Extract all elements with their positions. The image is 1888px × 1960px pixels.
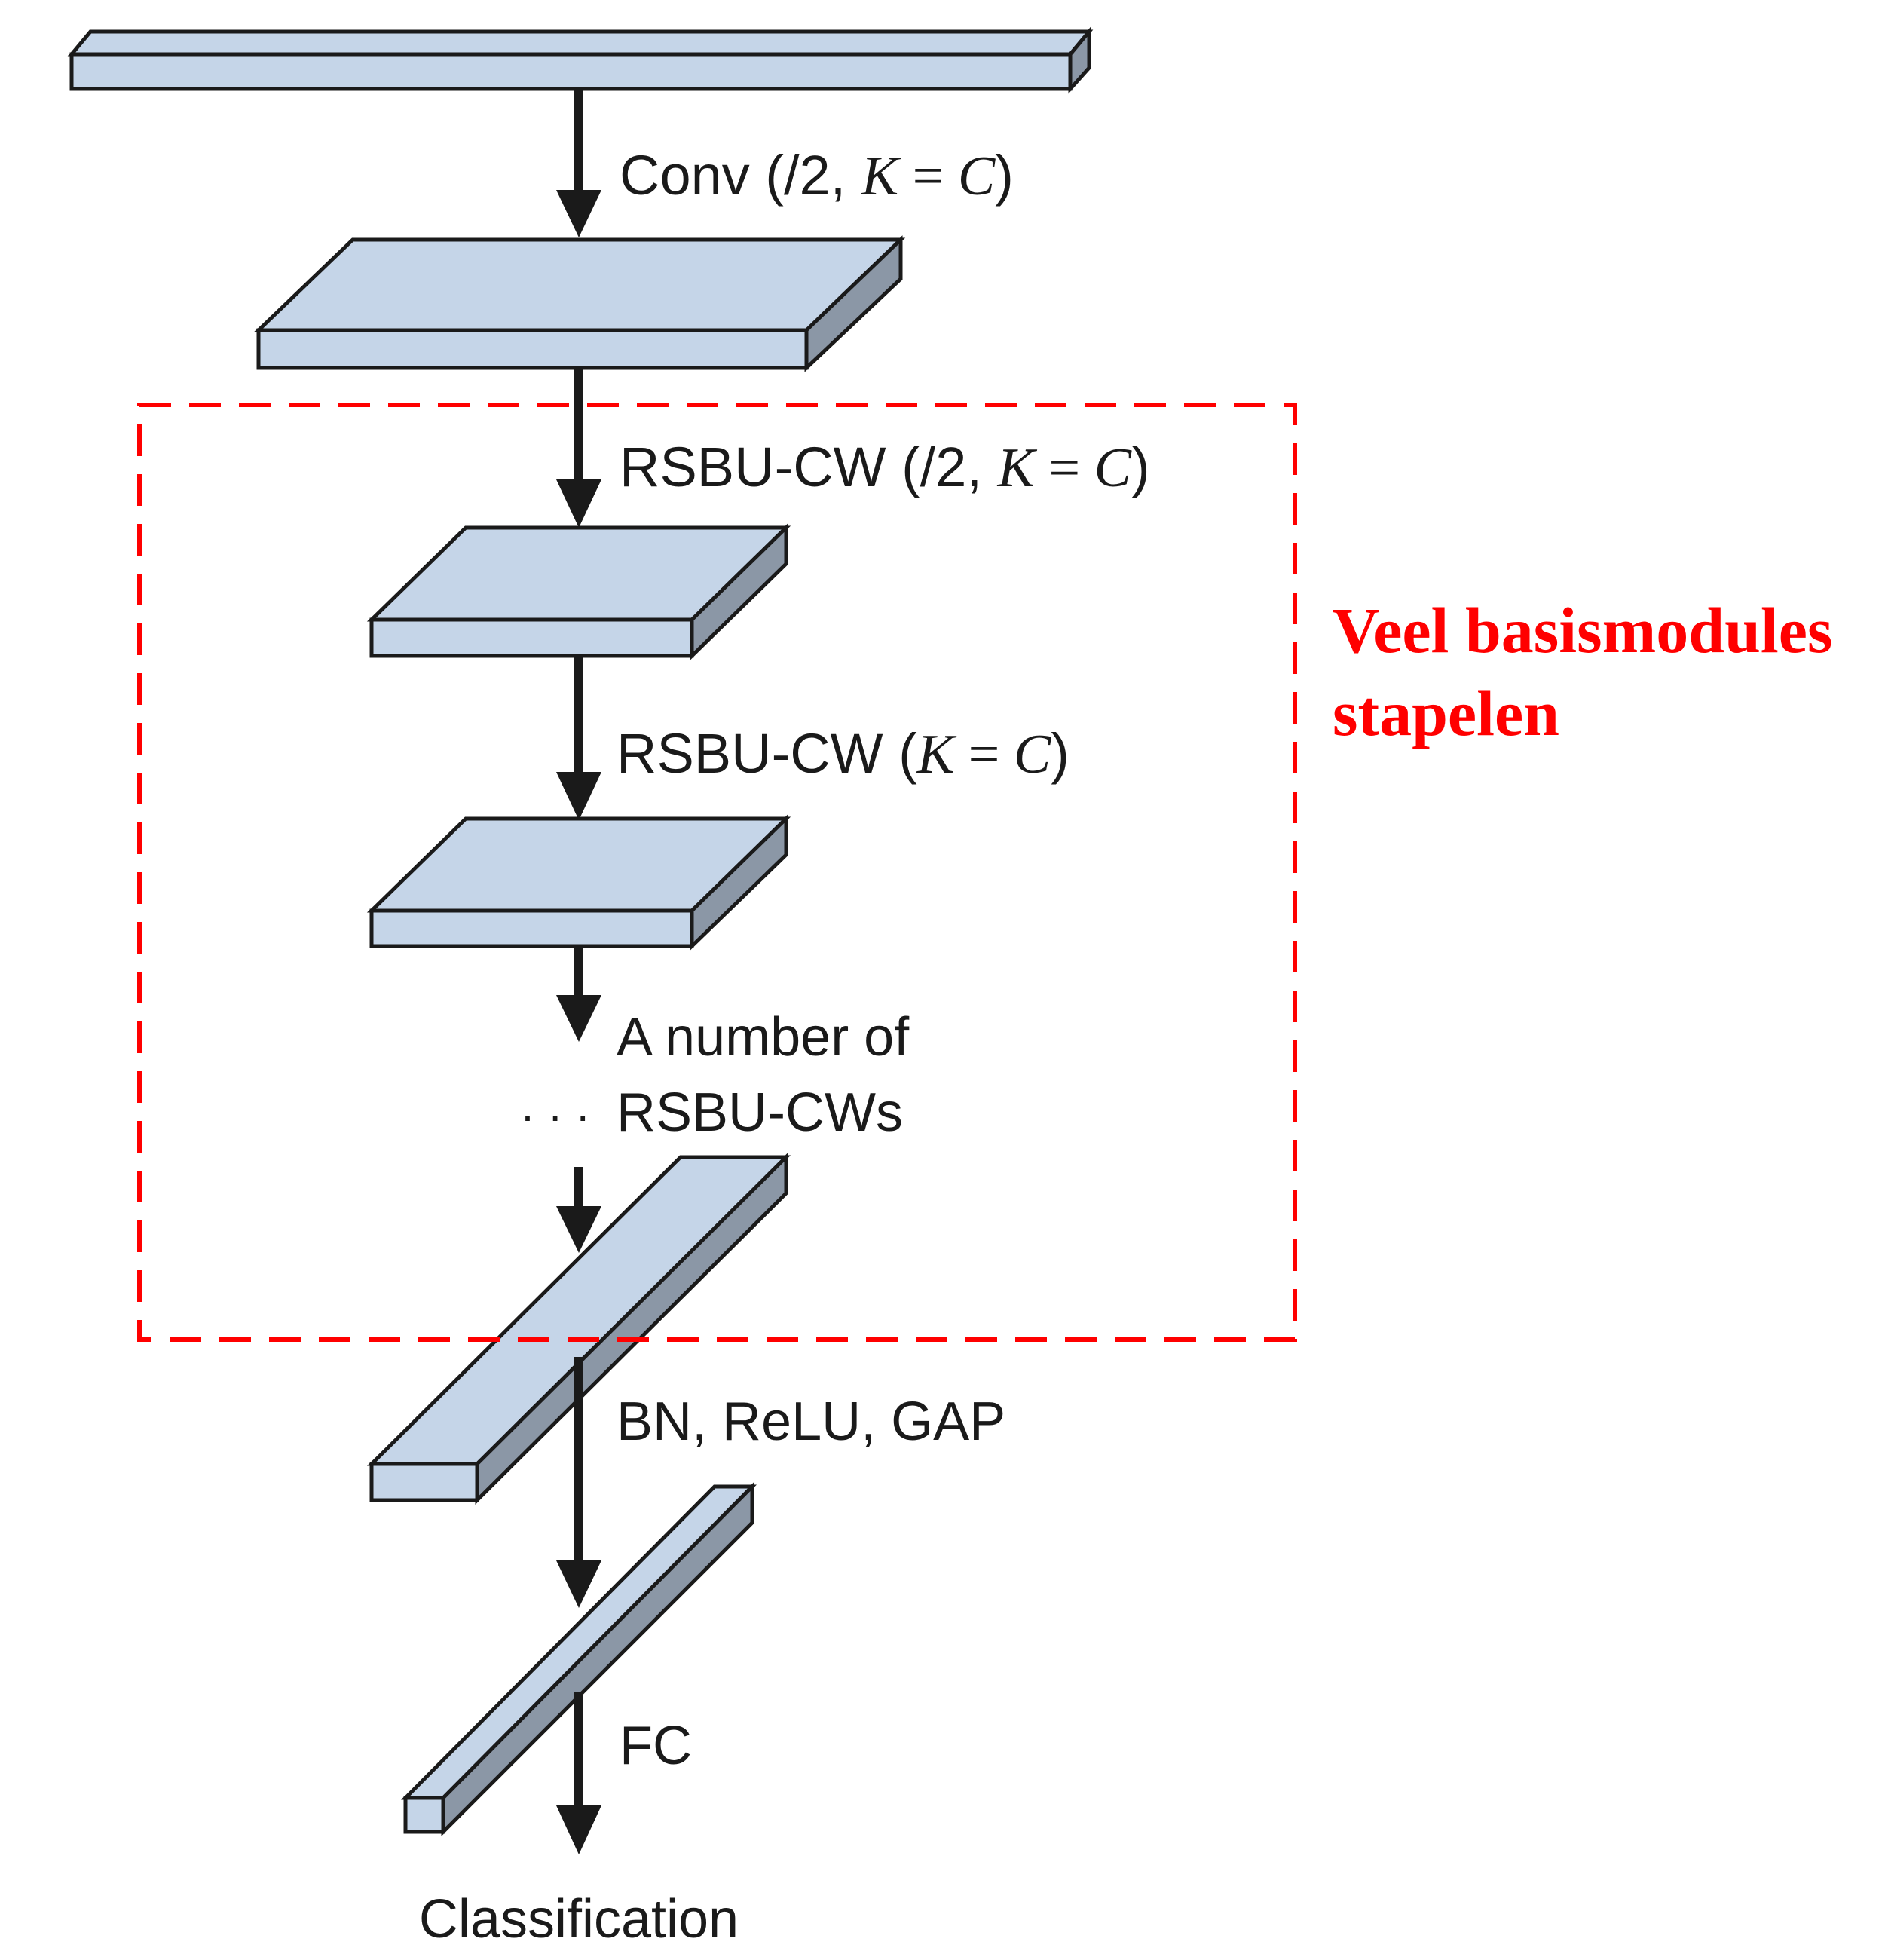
arrow-conv <box>556 89 601 237</box>
rsbu-down-output-block <box>366 523 791 660</box>
label-rsbu-down: RSBU-CW (/2, K = C) <box>620 436 1150 499</box>
fc-vector-block <box>400 1481 757 1837</box>
label-many-line2: RSBU-CWs <box>617 1083 903 1143</box>
label-conv: Conv (/2, K = C) <box>620 144 1014 207</box>
arrow-into-pooled <box>556 1167 601 1253</box>
input-block <box>67 26 1094 94</box>
arrow-many <box>556 946 601 1042</box>
label-many-line1: A number of <box>617 1007 910 1067</box>
label-output: Classification <box>419 1889 739 1949</box>
pooled-block <box>366 1152 791 1505</box>
arrow-rsbu <box>556 656 601 820</box>
rsbu-output-block <box>366 814 791 951</box>
annotation-line1: Veel basismodules <box>1333 594 1832 666</box>
annotation-line2: stapelen <box>1333 677 1559 749</box>
arrow-fc <box>556 1692 601 1854</box>
highlight-box <box>137 403 1297 1342</box>
label-bn: BN, ReLU, GAP <box>617 1392 1005 1452</box>
arrow-rsbu-down <box>556 368 601 528</box>
arrow-bn <box>556 1357 601 1608</box>
label-rsbu: RSBU-CW (K = C) <box>617 722 1069 786</box>
label-fc: FC <box>620 1716 692 1776</box>
conv-output-block <box>253 235 906 372</box>
label-many-dots: · · · <box>520 1090 590 1141</box>
